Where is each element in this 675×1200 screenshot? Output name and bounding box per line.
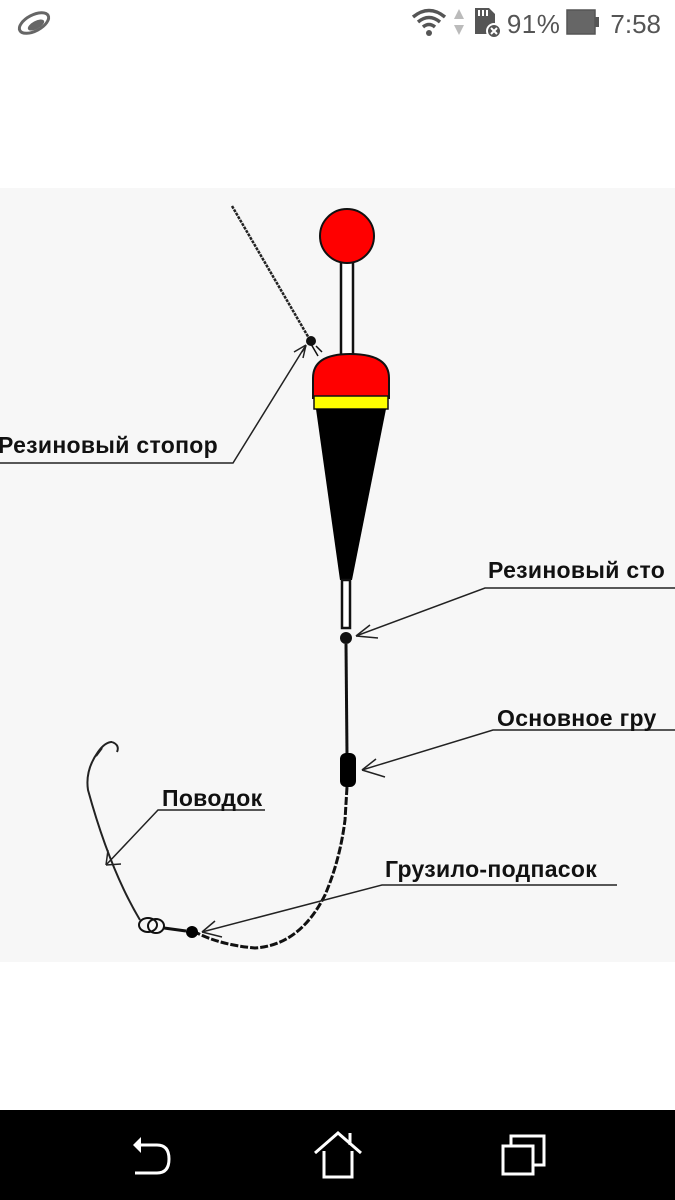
float-body <box>316 409 386 580</box>
recents-icon <box>501 1134 546 1176</box>
image-viewer: Резиновый стопор Резиновый сто Основное … <box>0 48 675 1110</box>
leader-line <box>86 741 141 921</box>
float-red-cap <box>312 352 390 399</box>
label-top-stopper: Резиновый стопор <box>0 432 218 458</box>
fishing-float-rig-diagram: Резиновый стопор Резиновый сто Основное … <box>0 188 675 962</box>
label-sub-sinker: Грузило-подпасок <box>385 856 598 882</box>
back-icon <box>133 1137 171 1175</box>
main-line <box>230 205 312 341</box>
home-icon <box>314 1131 362 1179</box>
bottom-stopper-knot <box>340 632 352 644</box>
float-keel <box>340 578 352 630</box>
float-ball <box>319 208 375 264</box>
app-notification-icon <box>14 10 54 36</box>
label-main-sinker: Основное гру <box>497 705 657 731</box>
sd-card-error-icon <box>471 6 502 43</box>
recents-button[interactable] <box>495 1130 555 1180</box>
home-button[interactable] <box>308 1130 368 1180</box>
battery-percent: 91% <box>506 8 561 39</box>
hook <box>111 741 119 753</box>
status-bar: 91% 7:58 <box>0 0 675 48</box>
sub-sinker <box>186 926 198 938</box>
clock: 7:58 <box>610 8 661 39</box>
float-antenna <box>339 256 355 360</box>
swivel-ring <box>138 917 158 933</box>
main-sinker <box>340 753 356 787</box>
float-yellow-band <box>313 395 389 410</box>
back-button[interactable] <box>120 1130 180 1180</box>
label-leader: Поводок <box>162 785 263 811</box>
wifi-icon <box>411 7 447 42</box>
status-icons: 91% 7:58 <box>405 6 661 42</box>
top-stopper-knot <box>306 336 316 346</box>
data-arrows-icon <box>453 7 465 42</box>
battery-icon <box>566 8 600 41</box>
navigation-bar <box>0 1110 675 1200</box>
label-bottom-stopper: Резиновый сто <box>488 557 666 583</box>
